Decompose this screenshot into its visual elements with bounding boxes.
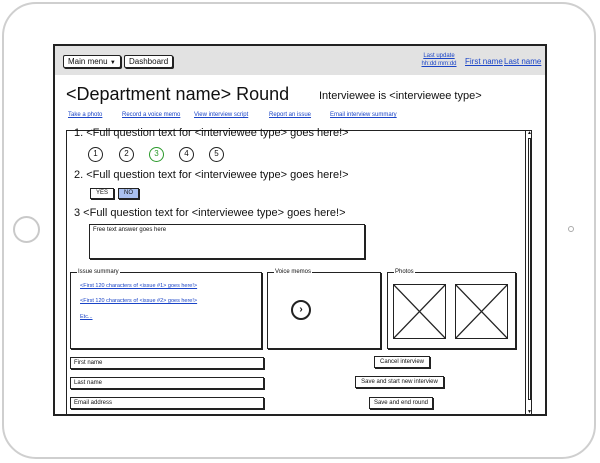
email-field[interactable]: Email address: [70, 397, 264, 409]
rating-option[interactable]: 4: [179, 147, 194, 162]
photo-thumbnail-icon[interactable]: [455, 284, 508, 339]
voice-memos-label: Voice memos: [274, 269, 313, 276]
home-button[interactable]: [13, 216, 40, 243]
photos-label: Photos: [394, 269, 415, 276]
scrollbar-thumb[interactable]: [528, 138, 531, 400]
rating-option[interactable]: 2: [119, 147, 134, 162]
cancel-interview-button[interactable]: Cancel interview: [374, 356, 430, 368]
scrollbar[interactable]: ▲ ▼: [525, 130, 532, 415]
issue-summary-label: Issue summary: [77, 269, 120, 276]
yes-button[interactable]: YES: [90, 188, 115, 199]
question-3-text: 3 <Full question text for <interviewee t…: [74, 207, 346, 219]
issue-summary-panel: Issue summary: [70, 269, 262, 349]
take-photo-link[interactable]: Take a photo: [68, 112, 103, 118]
play-icon[interactable]: ›: [291, 300, 311, 320]
main-menu-label: Main menu: [68, 57, 108, 66]
last-name-link[interactable]: Last name: [504, 57, 542, 66]
report-issue-link[interactable]: Report an issue: [269, 112, 312, 118]
rating-option-selected[interactable]: 3: [149, 147, 164, 162]
camera-icon: [568, 226, 574, 232]
last-update-label: Last update: [423, 53, 455, 59]
rating-option[interactable]: 1: [88, 147, 103, 162]
app-screen: Main menu ▼ Dashboard Last update hh:dd …: [53, 44, 547, 416]
rating-option[interactable]: 5: [209, 147, 224, 162]
voice-memos-panel: Voice memos: [267, 269, 381, 349]
last-update-value: hh:dd mm:dd: [421, 61, 457, 67]
issue-link[interactable]: <First 120 characters of <issue #1> goes…: [80, 283, 198, 289]
first-name-field[interactable]: First name: [70, 357, 264, 369]
page-title: <Department name> Round: [66, 84, 290, 104]
save-end-round-button[interactable]: Save and end round: [369, 397, 433, 409]
save-start-new-button[interactable]: Save and start new interview: [355, 376, 444, 388]
dashboard-button[interactable]: Dashboard: [124, 55, 174, 68]
no-button[interactable]: NO: [118, 188, 139, 199]
scroll-down-icon[interactable]: ▼: [527, 409, 532, 415]
record-voice-memo-link[interactable]: Record a voice memo: [122, 112, 181, 118]
email-summary-link[interactable]: Email interview summary: [330, 112, 397, 118]
question-2-text: 2. <Full question text for <interviewee …: [74, 169, 349, 181]
main-menu-button[interactable]: Main menu ▼: [63, 55, 121, 68]
first-name-link[interactable]: First name: [465, 57, 503, 66]
question-1-text: 1. <Full question text for <interviewee …: [74, 127, 349, 139]
scroll-up-icon[interactable]: ▲: [527, 130, 532, 136]
photos-panel: Photos: [387, 269, 516, 349]
interview-content: [66, 130, 532, 414]
issue-link[interactable]: <First 120 characters of <issue #2> goes…: [80, 298, 198, 304]
chevron-down-icon: ▼: [109, 60, 116, 66]
view-interview-script-link[interactable]: View interview script: [194, 112, 249, 118]
free-text-answer[interactable]: Free text answer goes here: [89, 224, 365, 259]
photo-thumbnail-icon[interactable]: [393, 284, 446, 339]
interviewee-label: Interviewee is <interviewee type>: [319, 90, 482, 102]
last-name-field[interactable]: Last name: [70, 377, 264, 389]
issue-link-more[interactable]: Etc...: [80, 314, 93, 320]
